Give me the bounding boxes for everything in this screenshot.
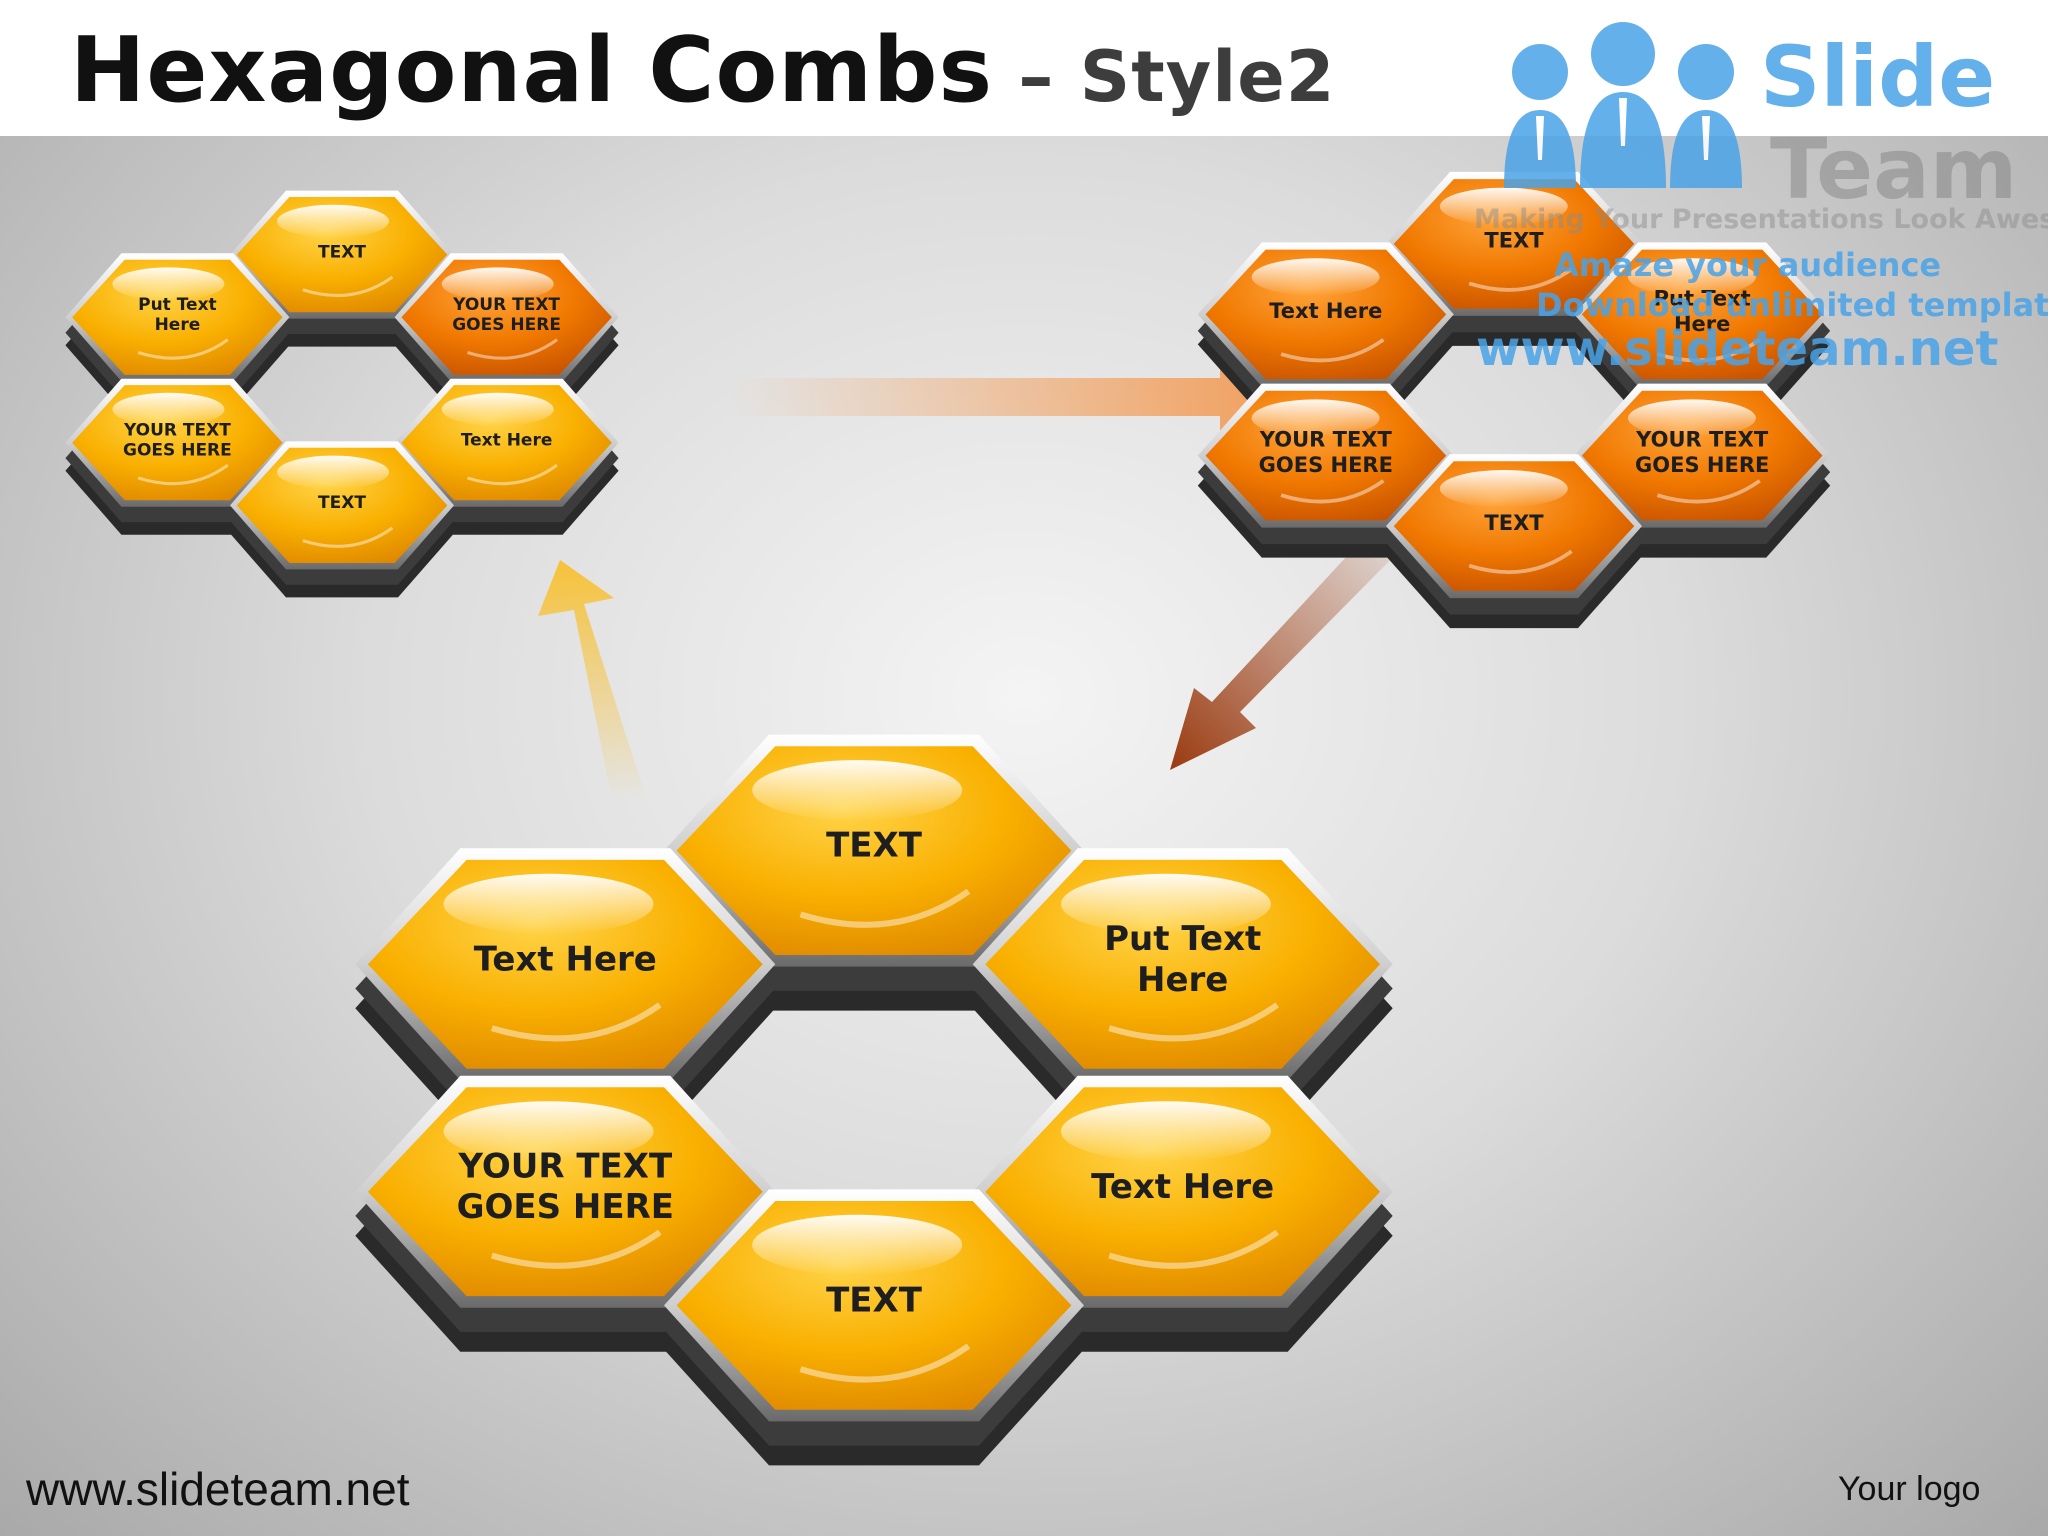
hex-label: TEXT	[318, 242, 366, 262]
hex-cell: TEXT	[1386, 454, 1642, 629]
title-main: Hexagonal Combs	[70, 18, 994, 123]
hex-cell: Text Here	[355, 848, 776, 1125]
hex-sheen	[799, 888, 971, 928]
hex-sheen	[1280, 479, 1385, 504]
hex-sheen	[1468, 549, 1573, 575]
hex-gloss	[1251, 258, 1380, 296]
hex-sheen	[137, 338, 229, 360]
arrow-right	[730, 334, 1282, 450]
hex-sheen	[137, 463, 229, 486]
hex-label: TEXT	[1484, 511, 1544, 535]
watermark-line2: Download unlimited templates	[1536, 286, 2048, 324]
watermark-brand-slide: Slide	[1760, 28, 1996, 126]
page-title: Hexagonal Combs – Style2	[70, 16, 1335, 132]
hex-label: TEXT	[826, 826, 923, 866]
hex-sheen	[1468, 267, 1573, 292]
hex-sheen	[1656, 479, 1761, 504]
hex-cell: TEXT	[230, 441, 454, 598]
hex-sheen	[302, 275, 394, 297]
hex-gloss	[112, 392, 225, 426]
watermark-line1: Amaze your audience	[1554, 246, 1942, 284]
hex-sheen	[1656, 338, 1761, 363]
title-dash: –	[993, 36, 1080, 118]
hex-sheen	[490, 1229, 662, 1269]
hex-gloss	[1627, 399, 1756, 437]
footer-logo-placeholder: Your logo	[1838, 1470, 1981, 1508]
watermark-brand-team: Team	[1770, 120, 2018, 218]
hex-cell: Text Here	[394, 378, 619, 535]
hex-gloss	[441, 392, 554, 426]
hex-cell: TEXT	[664, 734, 1084, 1011]
hex-gloss	[277, 204, 389, 238]
hex-sheen	[466, 338, 558, 360]
hex-gloss	[1060, 1101, 1271, 1162]
hex-gloss	[1439, 187, 1568, 226]
watermark: Slide Team Making Your Presentations Loo…	[1470, 20, 2048, 374]
hex-cell: TEXT	[664, 1189, 1084, 1466]
hex-gloss	[1060, 873, 1271, 935]
hex-label: TEXT	[826, 1281, 923, 1321]
arrow-down-left	[1170, 516, 1410, 770]
hex-sheen	[1280, 338, 1385, 363]
hex-cell: Text Here	[1197, 242, 1454, 417]
hex-label: TEXT	[1484, 229, 1544, 253]
hex-label: Text Here	[1269, 299, 1382, 323]
hex-gloss	[441, 267, 554, 301]
hex-gloss	[443, 873, 654, 935]
hex-sheen	[466, 463, 558, 486]
hex-gloss	[112, 267, 225, 301]
hex-gloss	[443, 1101, 654, 1162]
watermark-tagline: Making Your Presentations Look Awesome	[1474, 204, 2048, 235]
title-style: Style2	[1079, 36, 1336, 118]
watermark-url: www.slideteam.net	[1476, 321, 1999, 377]
hex-gloss	[752, 1214, 963, 1276]
hex-sheen	[1108, 1229, 1279, 1269]
hex-label: Text Here	[1091, 1167, 1274, 1207]
hex-cell: TEXT	[1386, 171, 1642, 346]
hex-label: TEXT	[318, 493, 366, 513]
hex-sheen	[799, 1343, 971, 1383]
hex-sheen	[490, 1002, 662, 1042]
hex-gloss	[752, 760, 963, 821]
hex-gloss	[1627, 258, 1756, 296]
hex-sheen	[302, 526, 394, 548]
hex-cell: Text Here	[972, 1075, 1393, 1352]
hex-gloss	[1439, 470, 1568, 508]
hex-label: Text Here	[474, 939, 657, 979]
footer-url: www.slideteam.net	[26, 1463, 410, 1515]
hex-label: Text Here	[461, 431, 553, 451]
hex-gloss	[1251, 399, 1380, 437]
hex-gloss	[277, 455, 389, 489]
hex-sheen	[1108, 1002, 1279, 1042]
people-group-icon	[1504, 22, 1742, 188]
arrow-up	[538, 560, 646, 800]
